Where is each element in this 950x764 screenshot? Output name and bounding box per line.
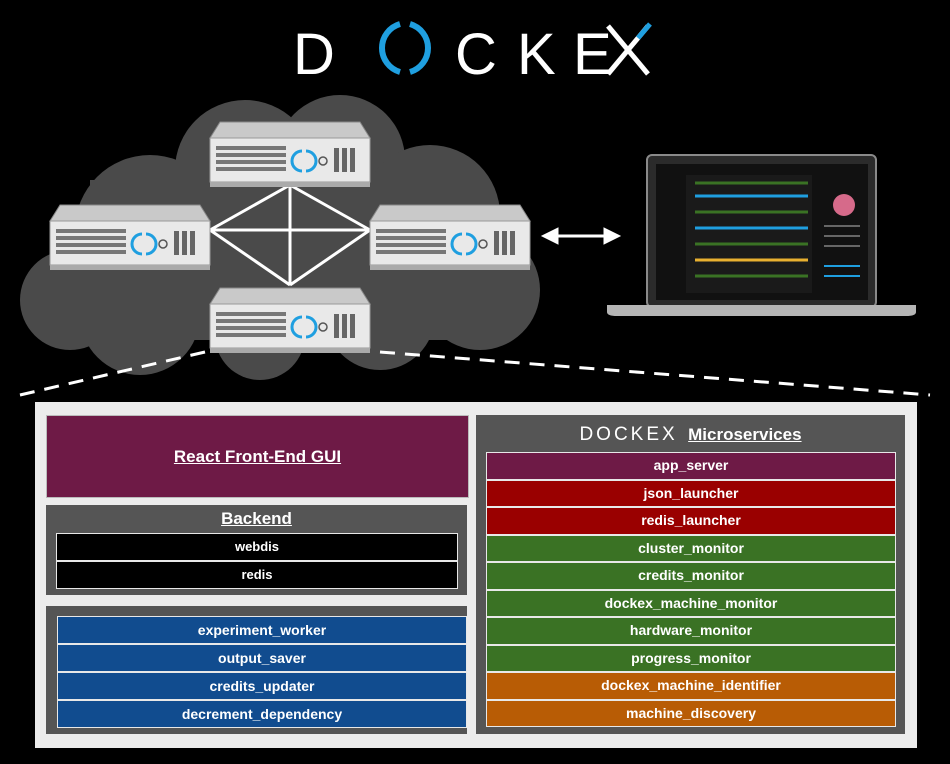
microservice-cluster-monitor: cluster_monitor [486, 534, 896, 562]
dashed-separator [19, 350, 931, 397]
backend-item-webdis: webdis [56, 533, 458, 561]
server-right [368, 203, 532, 272]
microservice-progress-monitor: progress_monitor [486, 644, 896, 672]
svg-text:K: K [517, 22, 556, 84]
logo-text-d: D [293, 22, 335, 84]
microservice-dockex-machine-identifier: dockex_machine_identifier [486, 672, 896, 700]
worker-item: experiment_worker [57, 616, 467, 644]
workers-box: experiment_worker output_saver credits_u… [46, 606, 467, 734]
architecture-panel: React Front-End GUI Backend webdis redis… [35, 402, 917, 748]
server-bottom [208, 286, 372, 355]
logo-o-icon [379, 21, 431, 75]
microservice-machine-discovery: machine_discovery [486, 699, 896, 727]
worker-item: credits_updater [57, 672, 467, 700]
microservice-json-launcher: json_launcher [486, 479, 896, 507]
microservices-title: Microservices [688, 425, 802, 444]
laptop-icon [607, 154, 916, 316]
worker-item: output_saver [57, 644, 467, 672]
backend-item-redis: redis [56, 561, 458, 589]
frontend-box: React Front-End GUI [46, 415, 469, 498]
cluster-illustration [19, 95, 931, 397]
svg-text:E: E [573, 22, 612, 84]
microservice-hardware-monitor: hardware_monitor [486, 617, 896, 645]
microservices-header: DOCKEX Microservices [476, 424, 905, 446]
double-arrow-icon [540, 227, 622, 245]
microservices-logo: DOCKEX [579, 424, 678, 445]
dockex-logo: D C K E [0, 14, 950, 89]
microservice-redis-launcher: redis_launcher [486, 507, 896, 535]
server-top [208, 120, 372, 189]
microservice-app-server: app_server [486, 452, 896, 480]
backend-box: Backend webdis redis [46, 505, 467, 595]
svg-text:C: C [455, 22, 497, 84]
worker-item: decrement_dependency [57, 700, 467, 728]
frontend-title: React Front-End GUI [173, 447, 342, 466]
microservice-credits-monitor: credits_monitor [486, 562, 896, 590]
logo-x-icon [606, 22, 652, 76]
backend-title: Backend [221, 509, 292, 528]
server-left [48, 203, 212, 272]
network-links [209, 183, 371, 287]
microservice-dockex-machine-monitor: dockex_machine_monitor [486, 589, 896, 617]
